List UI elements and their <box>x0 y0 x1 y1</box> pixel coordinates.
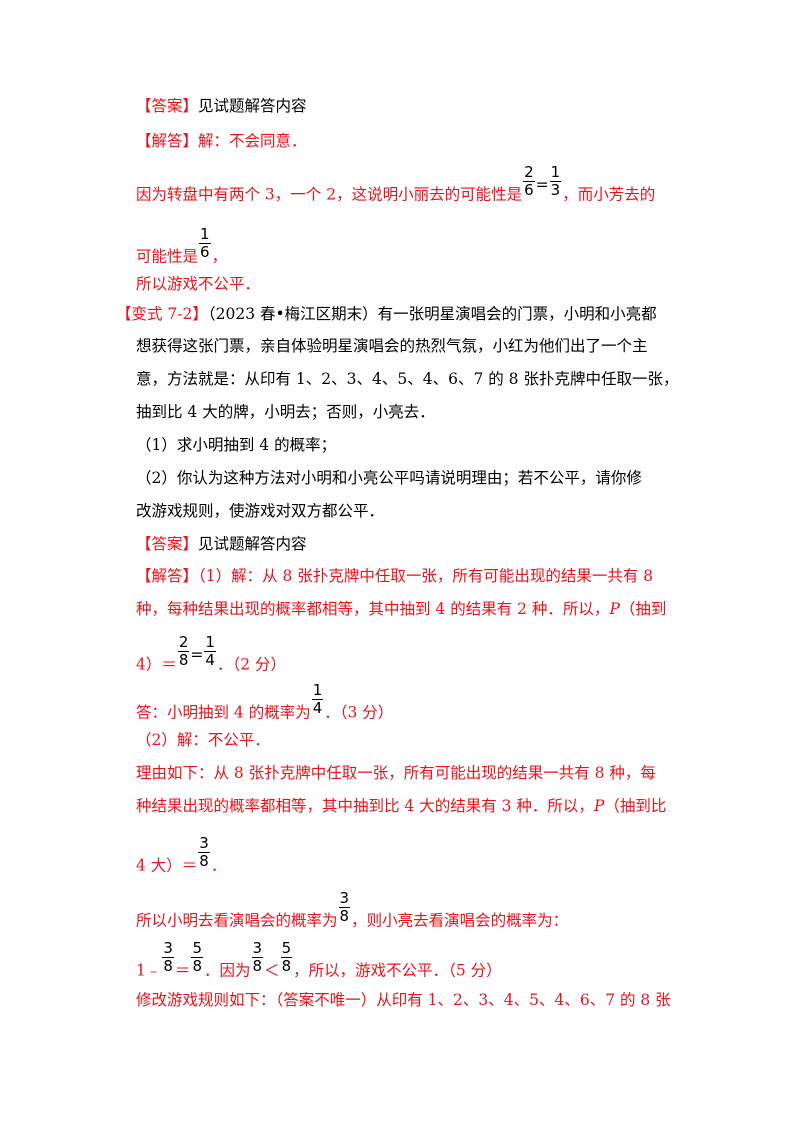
answer-tag-2: 【答案】 <box>136 535 199 553</box>
subquestion-2-text-2: 改游戏规则，使游戏对双方都公平． <box>136 502 385 520</box>
answer-line-2: 【答案】见试题解答内容 <box>136 534 307 554</box>
equals: = <box>535 175 549 194</box>
question-line-3: 意，方法就是：从印有 1、2、3、4、5、4、6、7 的 8 张扑克牌中任取一张… <box>136 369 678 389</box>
probability-symbol: P <box>609 600 620 618</box>
answer-probability-text: 答：小明抽到 4 的概率为 <box>136 703 311 722</box>
conclusion-line: 所以游戏不公平． <box>136 274 260 294</box>
variant-line-1: 【变式 7-2】（2023 春•梅江区期末）有一张明星演唱会的门票，小明和小亮都 <box>116 304 657 324</box>
reason-text-b: ，而小芳去的 <box>562 185 656 204</box>
solution-line-1: 【解答】解：不会同意． <box>136 131 307 151</box>
subquestion-1: （1）求小明抽到 4 的概率； <box>136 435 336 455</box>
reason-2-text-3a: 4 大）＝ <box>136 856 198 875</box>
solution-2-text-1: （1）解：从 8 张扑克牌中任取一张，所有可能出现的结果一共有 8 <box>198 567 654 585</box>
solution-2-text-3a: 4）＝ <box>136 655 177 674</box>
variant-tag: 【变式 7-2】 <box>116 305 208 323</box>
reason-2-text-2-end: （抽到比 <box>604 797 667 815</box>
less-than: ＜ <box>264 961 280 980</box>
question-text-4: 抽到比 4 大的牌，小明去；否则，小亮去． <box>136 403 435 421</box>
solution-2-text-2: 种，每种结果出现的概率都相等，其中抽到 4 的结果有 2 种．所以， <box>136 600 610 618</box>
solution-2-line-1: 【解答】（1）解：从 8 张扑克牌中任取一张，所有可能出现的结果一共有 8 <box>136 566 653 586</box>
modify-rule-line: 修改游戏规则如下：（答案不唯一）从印有 1、2、3、4、5、4、6、7 的 8 … <box>136 990 671 1010</box>
question-text-2: 想获得这张门票，亲自体验明星演唱会的热烈气氛，小红为他们出了一个主 <box>136 337 648 355</box>
answer-tag: 【答案】 <box>136 97 199 115</box>
reason-2-line-2: 种结果出现的概率都相等，其中抽到比 4 大的结果有 3 种．所以，P（抽到比 <box>136 796 666 816</box>
conclusion-text: 所以游戏不公平． <box>136 275 261 293</box>
period: ． <box>210 856 227 875</box>
because-text: ．因为 <box>203 961 251 980</box>
question-line-2: 想获得这张门票，亲自体验明星演唱会的热烈气氛，小红为他们出了一个主 <box>136 336 648 356</box>
reason-2-text-2: 种结果出现的概率都相等，其中抽到比 4 大的结果有 3 种．所以， <box>136 797 594 815</box>
subquestion-1-text: （1）求小明抽到 4 的概率； <box>136 436 337 454</box>
subquestion-2-line-2: 改游戏规则，使游戏对双方都公平． <box>136 501 384 521</box>
solution-2-line-2: 种，每种结果出现的概率都相等，其中抽到 4 的结果有 2 种．所以，P（抽到 <box>136 599 666 619</box>
question-text-3: 意，方法就是：从印有 1、2、3、4、5、4、6、7 的 8 张扑克牌中任取一张… <box>136 370 679 388</box>
answer-text-2: 见试题解答内容 <box>198 535 307 553</box>
reason-text-a: 因为转盘中有两个 3，一个 2，这说明小丽去的可能性是 <box>136 185 523 204</box>
solution-part-2-head-text: （2）解：不公平． <box>136 731 270 749</box>
comma: ， <box>211 247 228 266</box>
unfair-conclusion: ，所以，游戏不公平．（5 分） <box>293 961 502 980</box>
one-minus: 1﹣ <box>136 961 162 980</box>
xiaoming-probability-text: 所以小明去看演唱会的概率为 <box>136 911 338 930</box>
score-2: ．（2 分） <box>216 655 287 674</box>
solution-tag-2: 【解答】 <box>136 567 199 585</box>
reason-2-text-1: 理由如下：从 8 张扑克牌中任取一张，所有可能出现的结果一共有 8 种，每 <box>136 764 656 782</box>
xiaoliang-probability-text: ，则小亮去看演唱会的概率为： <box>351 911 569 930</box>
solution-2-text-2-end: （抽到 <box>619 600 667 618</box>
subquestion-2-line-1: （2）你认为这种方法对小明和小亮公平吗请说明理由；若不公平，请你修 <box>136 468 642 488</box>
solution-part-2-head: （2）解：不公平． <box>136 730 270 750</box>
equals-2: = <box>190 645 204 664</box>
possibility-text: 可能性是 <box>136 247 199 266</box>
question-text-1: 有一张明星演唱会的门票，小明和小亮都 <box>377 305 657 323</box>
reason-2-line-1: 理由如下：从 8 张扑克牌中任取一张，所有可能出现的结果一共有 8 种，每 <box>136 763 656 783</box>
solution-tag: 【解答】 <box>136 132 199 150</box>
subquestion-2-text-1: （2）你认为这种方法对小明和小亮公平吗请说明理由；若不公平，请你修 <box>136 469 642 487</box>
answer-line-1: 【答案】见试题解答内容 <box>136 96 307 116</box>
solution-text: 解：不会同意． <box>198 132 307 150</box>
question-line-4: 抽到比 4 大的牌，小明去；否则，小亮去． <box>136 402 435 422</box>
answer-text: 见试题解答内容 <box>198 97 307 115</box>
equals-3: ＝ <box>174 961 191 980</box>
probability-symbol-2: P <box>593 797 605 815</box>
score-3: ．（3 分） <box>324 703 394 722</box>
question-source: （2023 春•梅江区期末） <box>207 305 378 323</box>
modify-rule-text: 修改游戏规则如下：（答案不唯一）从印有 1、2、3、4、5、4、6、7 的 8 … <box>136 991 671 1009</box>
